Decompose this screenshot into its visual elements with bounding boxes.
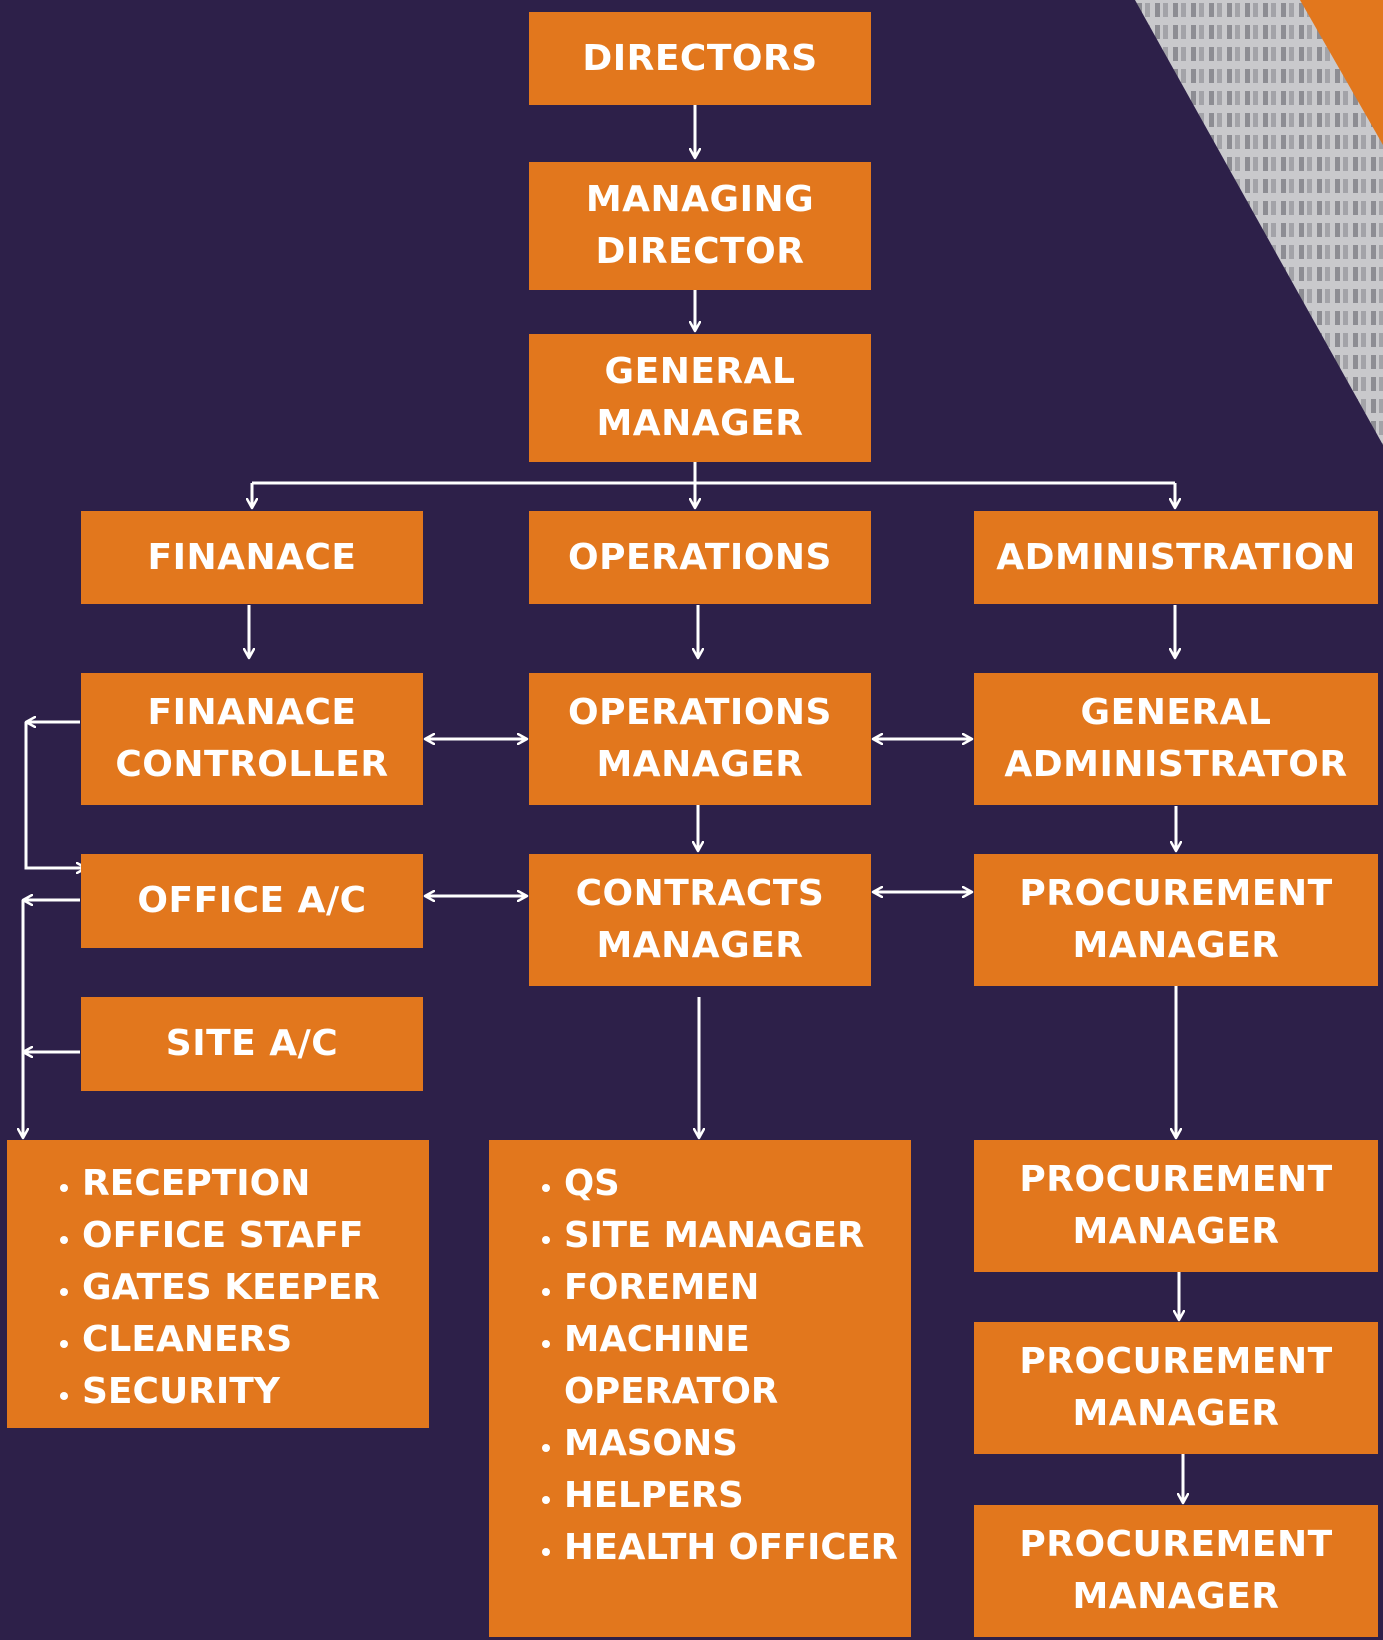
node-label-line: DIRECTOR xyxy=(595,231,805,272)
node-label: PROCUREMENT MANAGER xyxy=(1019,868,1332,972)
list-item: RECEPTION xyxy=(82,1158,429,1210)
node-label: CONTRACTS MANAGER xyxy=(576,868,825,972)
node-general-manager: GENERAL MANAGER xyxy=(529,334,871,462)
node-administration: ADMINISTRATION xyxy=(974,511,1378,604)
node-finance: FINANACE xyxy=(81,511,423,604)
node-label-line: FINANACE xyxy=(147,692,357,733)
node-label: MANAGING DIRECTOR xyxy=(586,174,814,278)
connectors xyxy=(23,105,1183,1503)
node-label: FINANACE xyxy=(148,532,357,584)
node-label-line: FINANACE xyxy=(147,536,357,578)
node-label-line: GENERAL xyxy=(604,351,796,392)
site-staff-list-box: QSSITE MANAGERFOREMENMACHINE OPERATORMAS… xyxy=(489,1140,911,1637)
node-label-line: MANAGER xyxy=(1072,1393,1280,1434)
node-label-line: PROCUREMENT xyxy=(1019,1524,1333,1565)
node-label-line: DIRECTORS xyxy=(582,37,818,79)
office-staff-list-box: RECEPTIONOFFICE STAFFGATES KEEPERCLEANER… xyxy=(7,1140,429,1428)
building-photo-decoration xyxy=(1135,0,1383,445)
node-label-line: GENERAL xyxy=(1080,692,1272,733)
node-procurement-manager-4: PROCUREMENT MANAGER xyxy=(974,1505,1378,1637)
list-item: MASONS xyxy=(564,1418,911,1470)
node-label-line: CONTROLLER xyxy=(115,744,389,785)
node-procurement-manager-2: PROCUREMENT MANAGER xyxy=(974,1140,1378,1272)
node-procurement-manager-1: PROCUREMENT MANAGER xyxy=(974,854,1378,986)
node-contracts-manager: CONTRACTS MANAGER xyxy=(529,854,871,986)
node-label-line: OPERATIONS xyxy=(568,536,832,578)
node-label: OPERATIONS xyxy=(568,532,832,584)
connector-controller-officeac-b xyxy=(24,722,86,868)
node-label: OFFICE A/C xyxy=(137,875,366,927)
node-label-line: MANAGER xyxy=(596,925,804,966)
node-label-line: SITE A/C xyxy=(165,1023,339,1064)
node-label: GENERAL ADMINISTRATOR xyxy=(1004,687,1347,791)
node-label: PROCUREMENT MANAGER xyxy=(1019,1336,1332,1440)
node-label-line: PROCUREMENT xyxy=(1019,1341,1333,1382)
site-staff-list: QSSITE MANAGERFOREMENMACHINE OPERATORMAS… xyxy=(489,1158,911,1574)
node-label-line: ADMINISTRATOR xyxy=(1004,744,1348,785)
list-item: FOREMEN xyxy=(564,1262,911,1314)
node-label-line: OFFICE A/C xyxy=(137,880,367,921)
node-office-ac: OFFICE A/C xyxy=(81,854,423,948)
node-finance-controller: FINANACE CONTROLLER xyxy=(81,673,423,805)
node-label-line: PROCUREMENT xyxy=(1019,1159,1333,1200)
list-item: MACHINE OPERATOR xyxy=(564,1314,911,1418)
node-label: ADMINISTRATION xyxy=(996,532,1355,584)
node-label: SITE A/C xyxy=(166,1018,338,1070)
node-label: PROCUREMENT MANAGER xyxy=(1019,1519,1332,1623)
node-label-line: CONTRACTS xyxy=(575,873,825,914)
node-operations-manager: OPERATIONS MANAGER xyxy=(529,673,871,805)
list-item: HELPERS xyxy=(564,1470,911,1522)
list-item: SITE MANAGER xyxy=(564,1210,911,1262)
node-label-line: MANAGER xyxy=(596,744,804,785)
list-item: CLEANERS xyxy=(82,1314,429,1366)
node-label-line: MANAGER xyxy=(1072,1211,1280,1252)
node-general-administrator: GENERAL ADMINISTRATOR xyxy=(974,673,1378,805)
node-label: GENERAL MANAGER xyxy=(596,346,803,450)
list-item: HEALTH OFFICER xyxy=(564,1522,911,1574)
office-staff-list: RECEPTIONOFFICE STAFFGATES KEEPERCLEANER… xyxy=(7,1158,429,1418)
list-item: OFFICE STAFF xyxy=(82,1210,429,1262)
list-item: QS xyxy=(564,1158,911,1210)
node-label-line: OPERATIONS xyxy=(568,692,832,733)
node-label-line: ADMINISTRATION xyxy=(996,536,1356,578)
node-label: FINANACE CONTROLLER xyxy=(115,687,388,791)
node-directors: DIRECTORS xyxy=(529,12,871,105)
list-item: SECURITY xyxy=(82,1366,429,1418)
node-procurement-manager-3: PROCUREMENT MANAGER xyxy=(974,1322,1378,1454)
node-label-line: MANAGER xyxy=(1072,1576,1280,1617)
node-label: DIRECTORS xyxy=(582,33,817,85)
list-item: GATES KEEPER xyxy=(82,1262,429,1314)
node-label-line: MANAGING xyxy=(585,179,815,220)
node-managing-director: MANAGING DIRECTOR xyxy=(529,162,871,290)
node-label-line: PROCUREMENT xyxy=(1019,873,1333,914)
node-operations: OPERATIONS xyxy=(529,511,871,604)
node-label-line: MANAGER xyxy=(1072,925,1280,966)
node-label-line: MANAGER xyxy=(596,403,804,444)
node-site-ac: SITE A/C xyxy=(81,997,423,1091)
node-label: OPERATIONS MANAGER xyxy=(568,687,832,791)
node-label: PROCUREMENT MANAGER xyxy=(1019,1154,1332,1258)
corner-accent-decoration xyxy=(1300,0,1383,145)
